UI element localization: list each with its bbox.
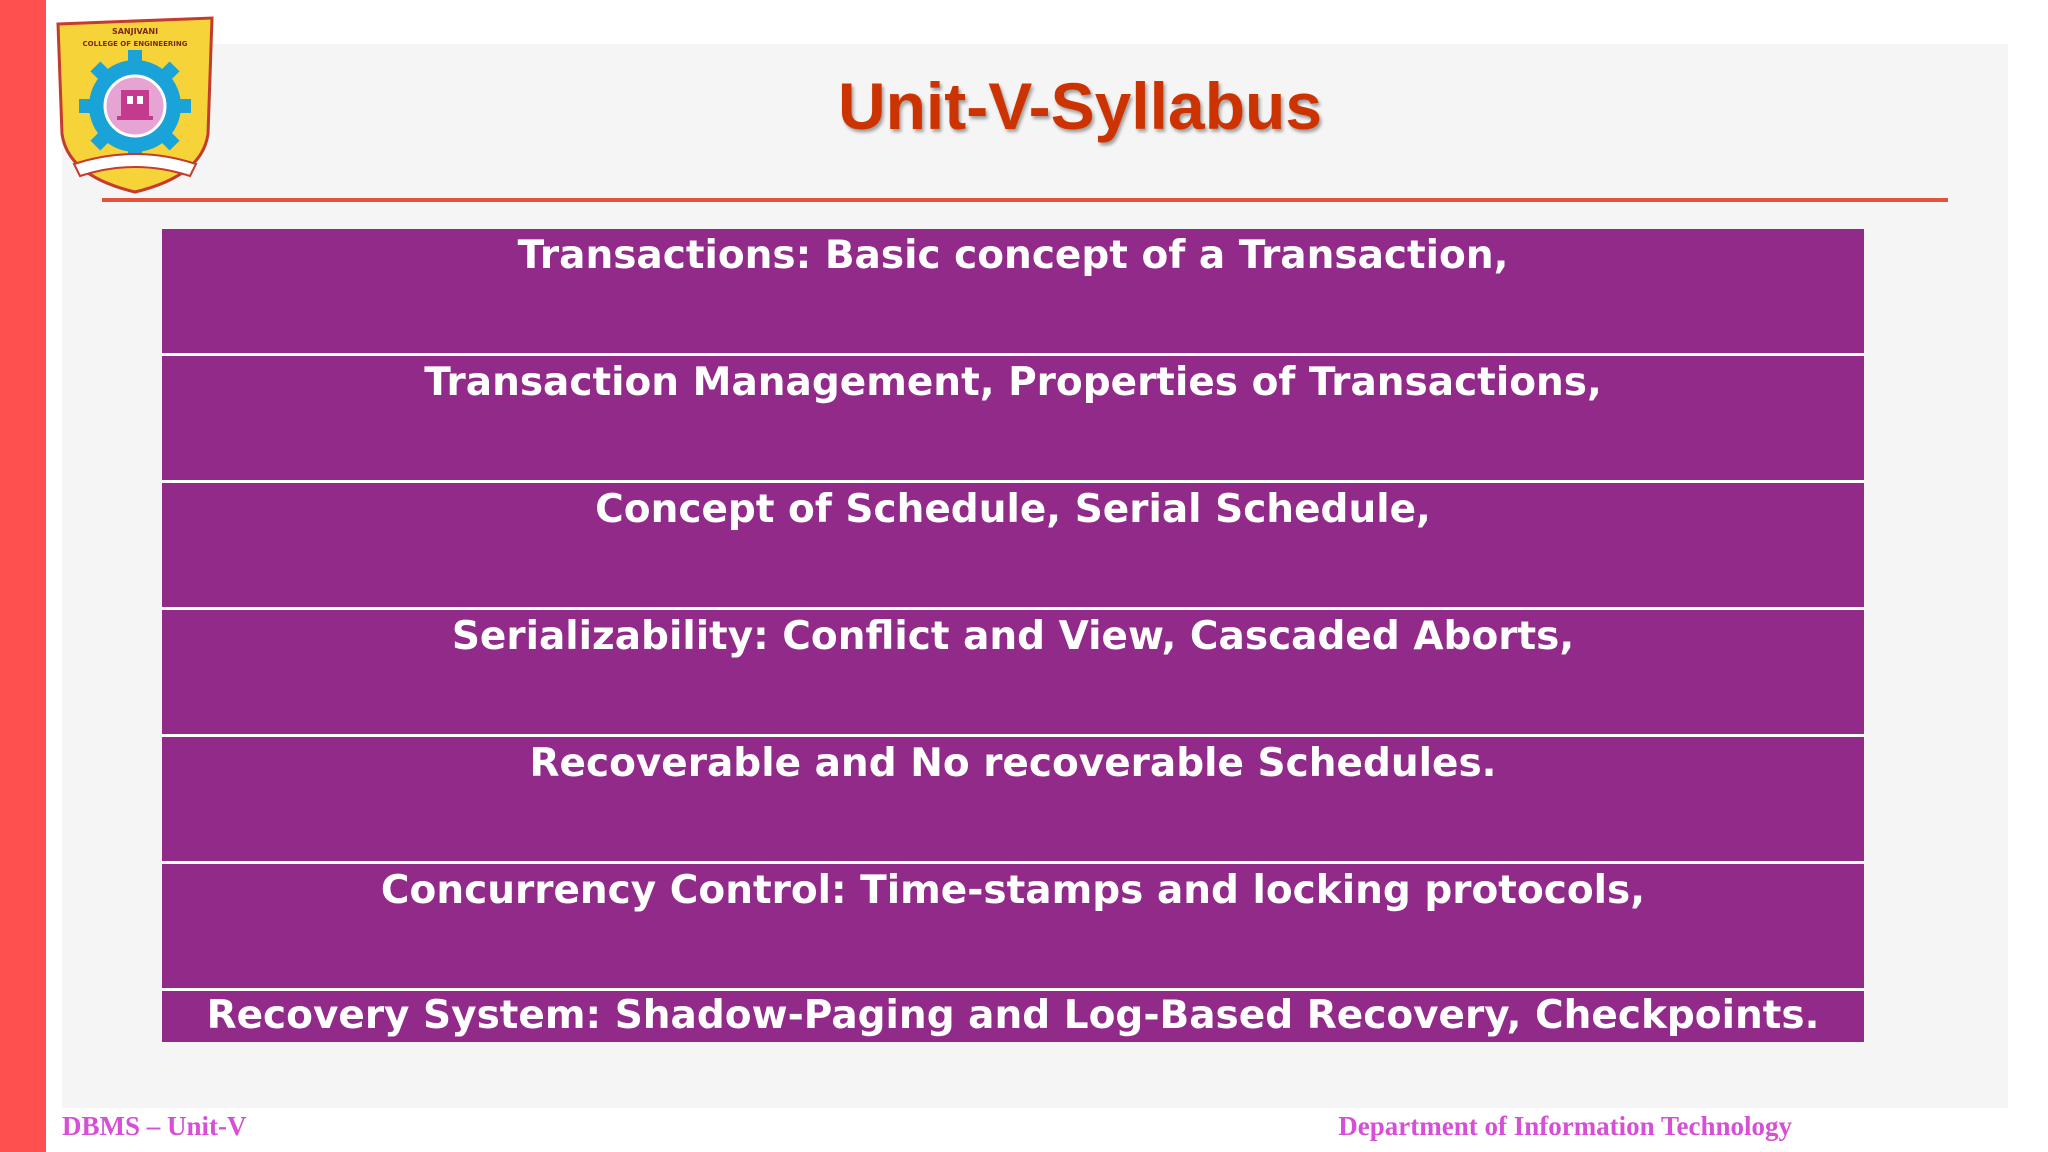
footer-department-label: Department of Information Technology: [1338, 1111, 1792, 1141]
footer-course-label: DBMS – Unit-V: [62, 1111, 247, 1141]
syllabus-row: Serializability: Conflict and View, Casc…: [162, 610, 1864, 737]
syllabus-row: Transaction Management, Properties of Tr…: [162, 356, 1864, 483]
logo-subtitle: COLLEGE OF ENGINEERING: [83, 40, 188, 48]
left-accent-bar: [0, 0, 46, 1152]
syllabus-row: Concept of Schedule, Serial Schedule,: [162, 483, 1864, 610]
logo-name: SANJIVANI: [112, 27, 158, 36]
syllabus-row: Concurrency Control: Time-stamps and loc…: [162, 864, 1864, 991]
syllabus-row: Recoverable and No recoverable Schedules…: [162, 737, 1864, 864]
syllabus-row: Transactions: Basic concept of a Transac…: [162, 229, 1864, 356]
slide-title: Unit-V-Syllabus: [837, 69, 1323, 143]
title-divider: [102, 198, 1948, 202]
college-logo-icon: SANJIVANI COLLEGE OF ENGINEERING: [56, 16, 214, 194]
syllabus-row: Recovery System: Shadow-Paging and Log-B…: [162, 991, 1864, 1042]
syllabus-table: Transactions: Basic concept of a Transac…: [162, 229, 1864, 1042]
